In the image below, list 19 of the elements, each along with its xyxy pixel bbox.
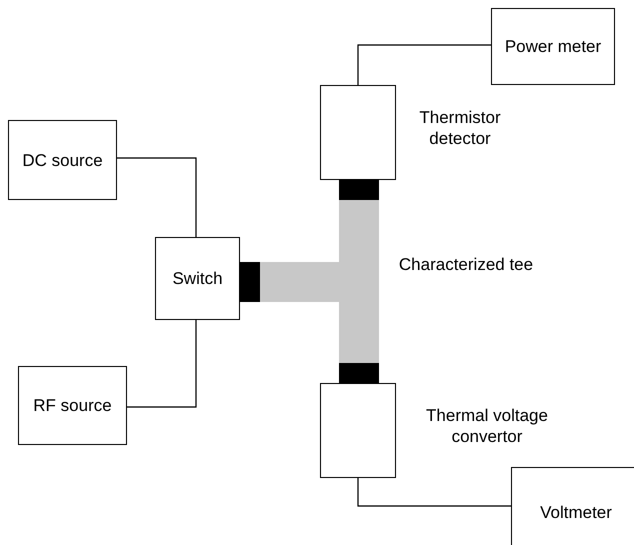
device-box bbox=[18, 366, 127, 445]
box-label: RF source bbox=[33, 395, 112, 416]
box-label: DC source bbox=[22, 150, 103, 170]
device-box bbox=[320, 85, 396, 180]
connector-line bbox=[357, 44, 491, 85]
box-label: Voltmeter bbox=[540, 502, 612, 522]
box-label: Power meter bbox=[504, 36, 602, 57]
device-box bbox=[320, 383, 396, 478]
connector-line bbox=[117, 157, 197, 237]
connector-line bbox=[357, 478, 511, 507]
device-box bbox=[155, 237, 240, 320]
connector-line bbox=[127, 320, 197, 408]
device-box bbox=[511, 467, 634, 545]
device-box bbox=[491, 8, 615, 85]
box-label: Switch bbox=[172, 268, 223, 289]
device-box bbox=[8, 120, 117, 200]
device-label: Thermistor detector bbox=[418, 107, 502, 149]
device-label: Characterized tee bbox=[398, 254, 534, 275]
device-label: Thermal voltage convertor bbox=[425, 405, 549, 447]
